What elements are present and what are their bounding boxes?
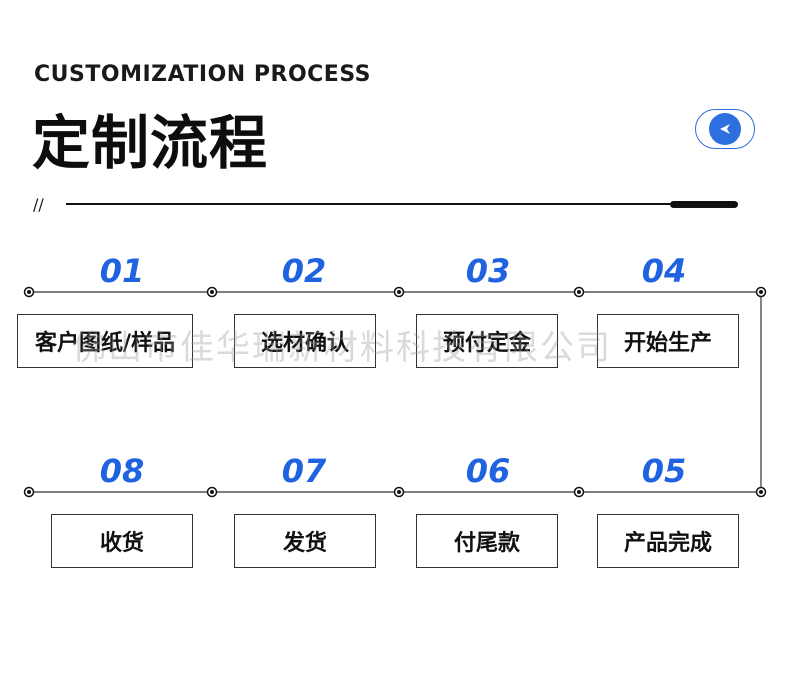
step-number-07: 07 [281,452,327,490]
step-box-07: 发货 [234,514,376,568]
nav-button[interactable] [695,109,755,149]
header-divider-accent [670,201,738,208]
step-box-02: 选材确认 [234,314,376,368]
step-number-02: 02 [281,252,327,290]
page-title: 定制流程 [32,109,269,177]
step-number-03: 03 [465,252,511,290]
nav-button-circle [709,113,741,145]
step-box-01: 客户图纸/样品 [17,314,193,368]
step-box-03: 预付定金 [416,314,558,368]
step-box-08: 收货 [51,514,193,568]
header-divider [66,203,738,205]
step-box-06: 付尾款 [416,514,558,568]
flow-dots-top [23,286,767,298]
page-subtitle: CUSTOMIZATION PROCESS [34,62,372,87]
divider-slash: // [33,195,44,214]
flow-dots-bottom [23,486,767,498]
step-number-01: 01 [99,252,145,290]
step-number-06: 06 [465,452,511,490]
step-number-08: 08 [99,452,145,490]
step-box-04: 开始生产 [597,314,739,368]
left-arrow-icon [720,124,730,134]
step-number-04: 04 [641,252,687,290]
step-box-05: 产品完成 [597,514,739,568]
step-number-05: 05 [641,452,687,490]
